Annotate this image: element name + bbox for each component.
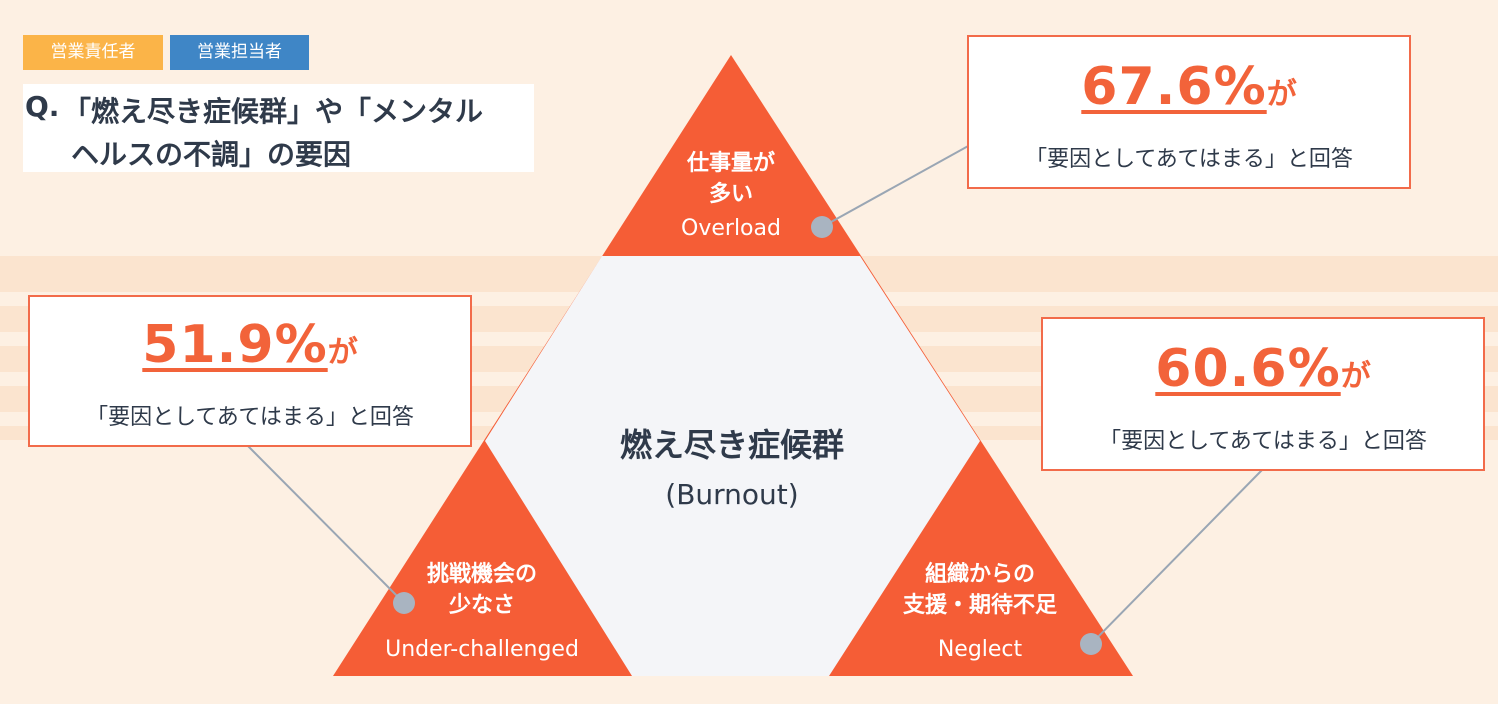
connector-line-left (247, 445, 405, 604)
callout-right-suffix: が (1340, 359, 1371, 394)
question-prefix: Q. (25, 90, 60, 123)
factor-left: 挑戦機会の 少なさ Under-challenged (362, 559, 602, 662)
factor-left-jp-2: 少なさ (448, 593, 515, 618)
callout-top-answer: 「要因としてあてはまる」と回答 (1025, 147, 1353, 172)
callout-top: 67.6%が 「要因としてあてはまる」と回答 (967, 35, 1411, 189)
marker-dot-left (393, 592, 415, 614)
marker-dot-right (1080, 633, 1102, 655)
callout-right-percentage: 60.6% (1155, 339, 1341, 399)
factor-right: 組織からの 支援・期待不足 Neglect (870, 559, 1090, 662)
factor-left-en: Under-challenged (385, 637, 579, 662)
factor-top-en: Overload (681, 216, 781, 241)
factor-right-jp-1: 組織からの (924, 562, 1035, 587)
callout-left-suffix: が (327, 335, 358, 370)
callout-top-percentage: 67.6% (1081, 57, 1267, 117)
factor-top-jp-1: 仕事量が (686, 151, 775, 176)
marker-dot-top (811, 216, 833, 238)
center-label-jp: 燃え尽き症候群 (619, 426, 844, 464)
question-box: Q. 「燃え尽き症候群」や「メンタル ヘルスの不調」の要因 (23, 84, 534, 172)
connector-line-top (821, 144, 971, 228)
tag-sales-rep: 営業担当者 (170, 35, 309, 70)
factor-top-jp-2: 多い (708, 182, 753, 207)
factor-right-jp-2: 支援・期待不足 (902, 593, 1057, 618)
question-line-2: ヘルスの不調」の要因 (71, 138, 352, 171)
question-line-1: 「燃え尽き症候群」や「メンタル (63, 95, 484, 128)
center-label-en: (Burnout) (665, 478, 799, 511)
center-label: 燃え尽き症候群 (Burnout) (582, 420, 882, 511)
factor-right-en: Neglect (937, 637, 1023, 662)
callout-left-answer: 「要因としてあてはまる」と回答 (86, 405, 414, 430)
center-hexagon (485, 256, 980, 676)
callout-top-suffix: が (1266, 77, 1297, 112)
tag-sales-manager: 営業責任者 (23, 35, 163, 70)
callout-right: 60.6%が 「要因としてあてはまる」と回答 (1041, 317, 1485, 471)
connector-line-right (1090, 469, 1263, 645)
callout-left-percentage: 51.9% (142, 315, 328, 375)
callout-left: 51.9%が 「要因としてあてはまる」と回答 (28, 295, 472, 447)
callout-right-answer: 「要因としてあてはまる」と回答 (1099, 429, 1427, 454)
factor-left-jp-1: 挑戦機会の (426, 562, 537, 587)
factor-top: 仕事量が 多い Overload (641, 148, 821, 241)
